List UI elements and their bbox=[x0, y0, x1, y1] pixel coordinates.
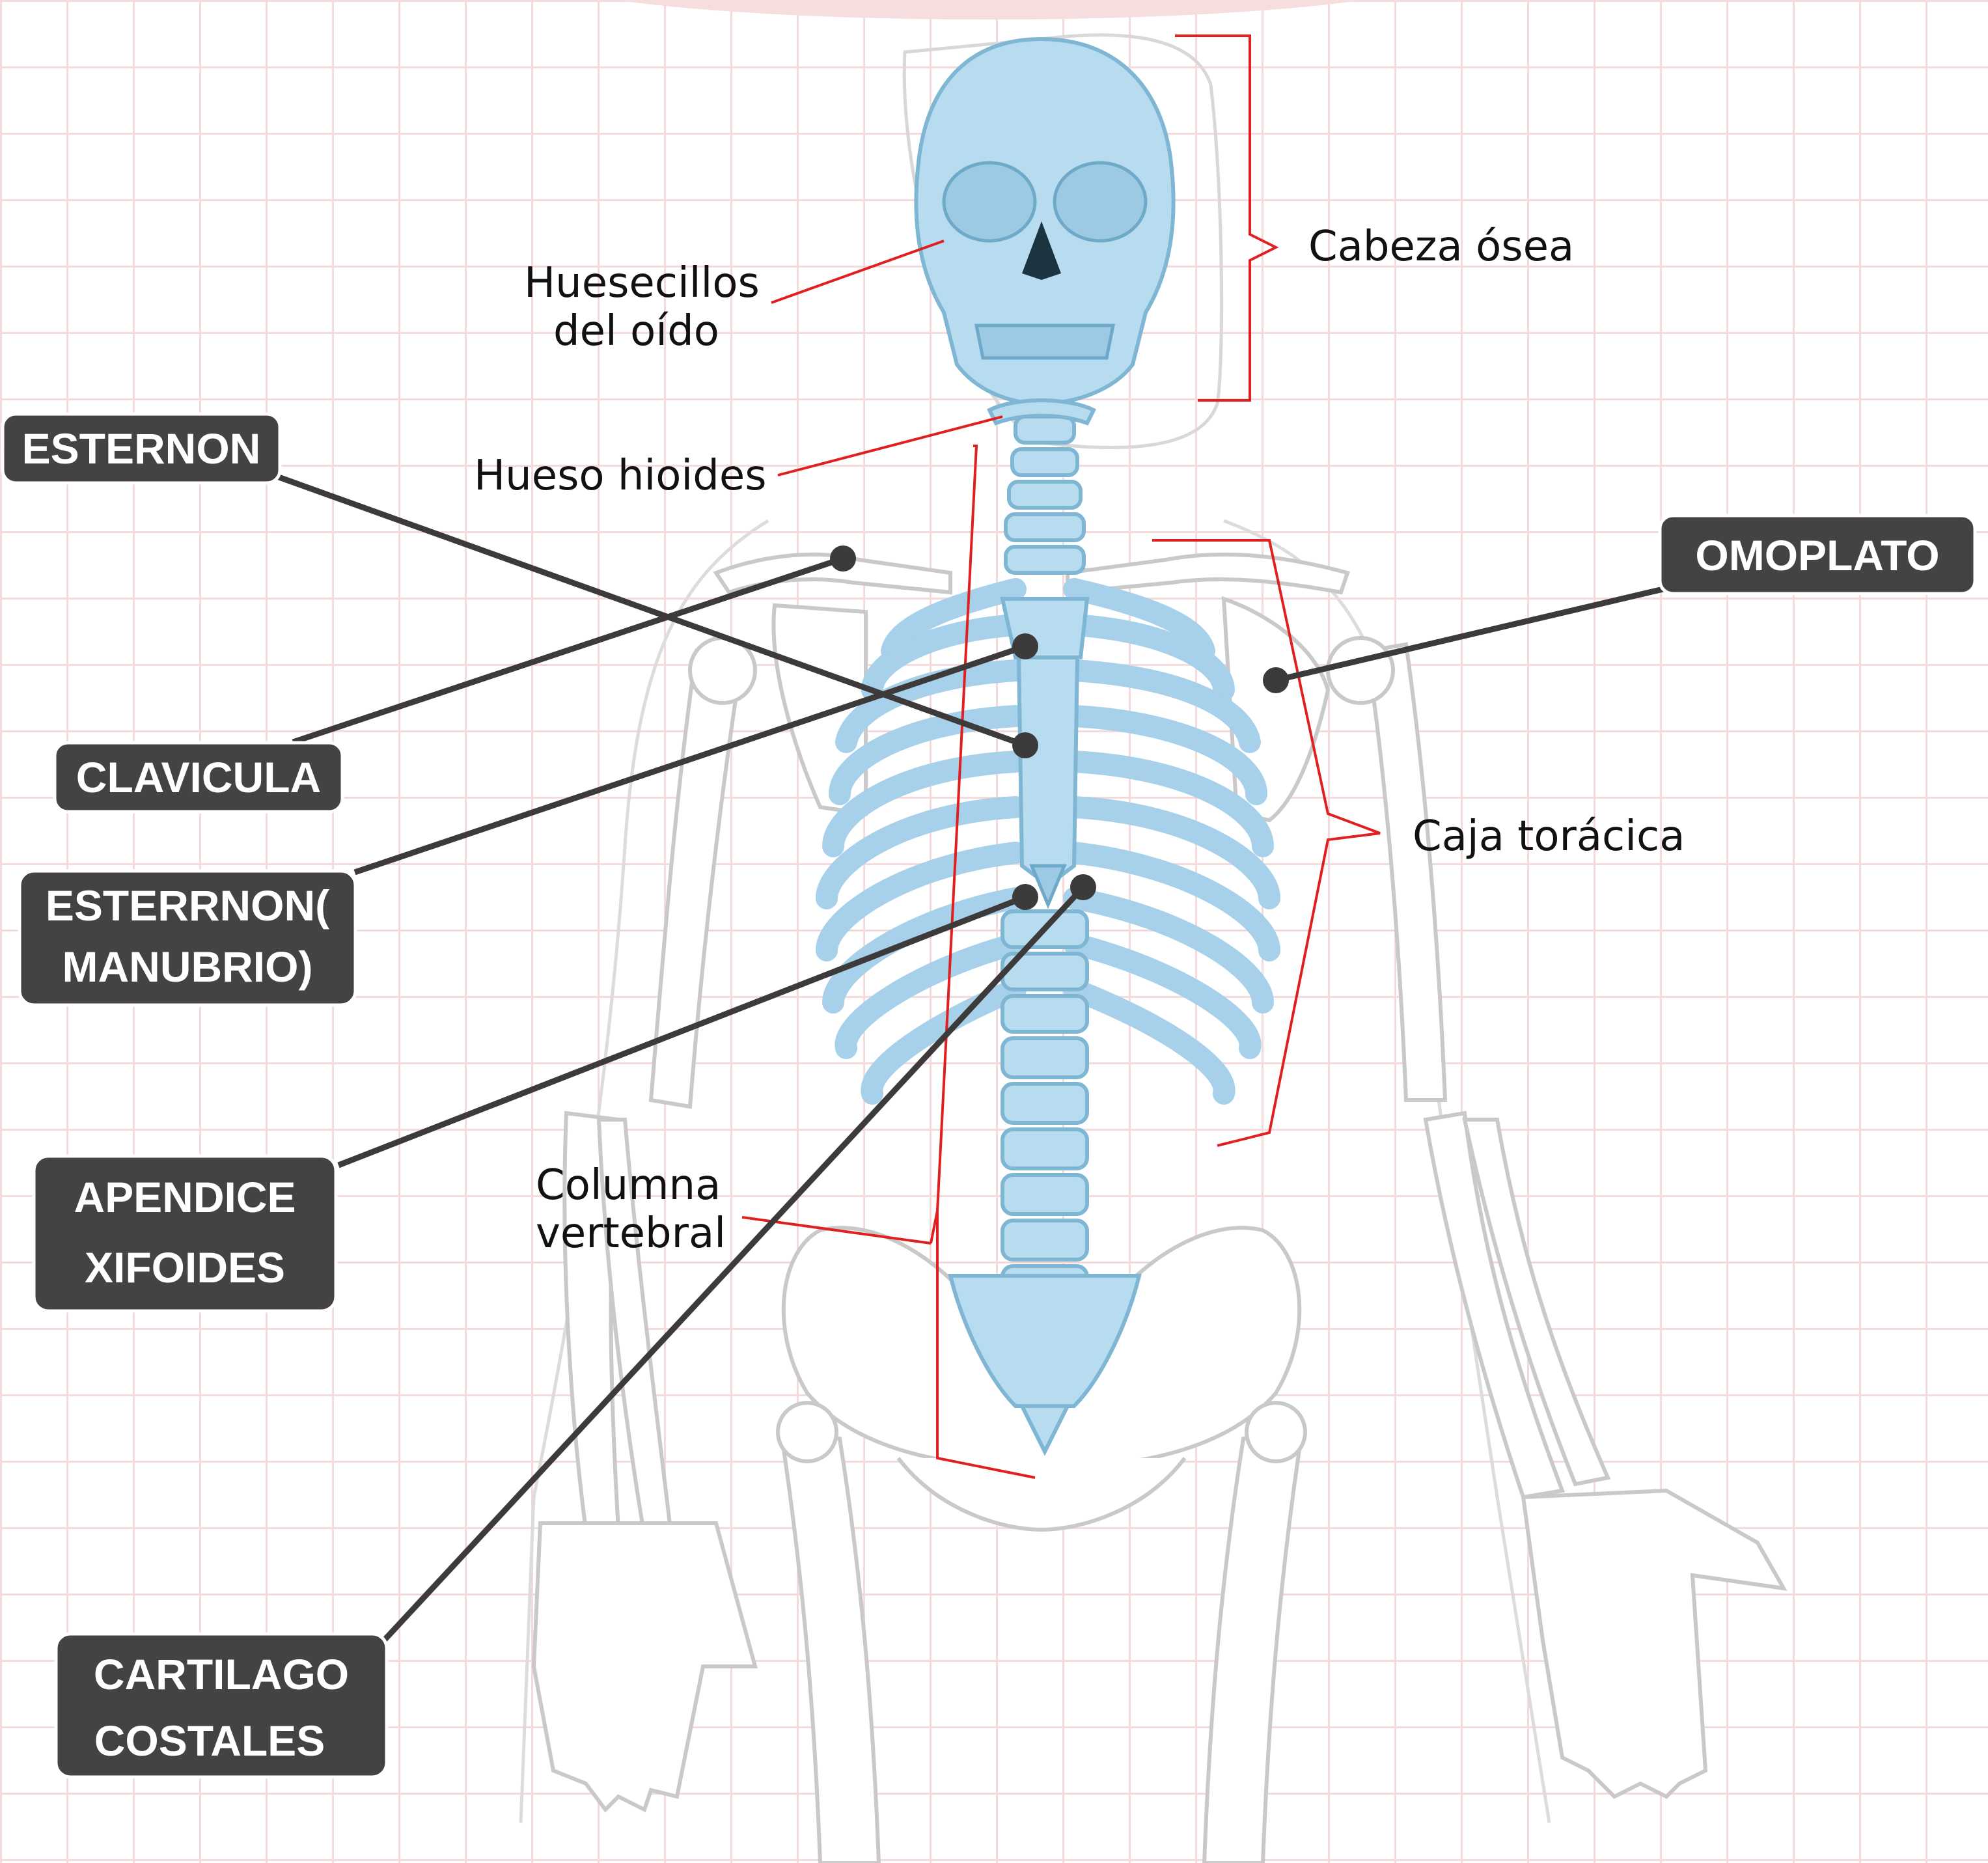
pelvic-ring bbox=[898, 1458, 1185, 1530]
right-hip-joint bbox=[1247, 1403, 1305, 1461]
tag-apendice: APENDICE XIFOIDES bbox=[34, 1156, 336, 1311]
tag-omoplato: OMOPLATO bbox=[1660, 516, 1975, 594]
tag-cartilago-line2: COSTALES bbox=[94, 1717, 325, 1765]
label-caja-toracica: Caja torácica bbox=[1413, 812, 1685, 861]
vertebra-c4 bbox=[1006, 514, 1084, 540]
dot-manubrio bbox=[1012, 633, 1038, 659]
label-huesecillos-line2: del oído bbox=[553, 307, 719, 355]
sternum-body bbox=[1019, 657, 1077, 885]
label-huesecillos-line1: Huesecillos bbox=[524, 259, 760, 307]
vertebra-l5 bbox=[1002, 1084, 1087, 1123]
tag-cartilago: CARTILAGO COSTALES bbox=[56, 1634, 387, 1777]
label-columna-line1: Columna bbox=[536, 1161, 721, 1209]
vertebra-c5 bbox=[1006, 547, 1084, 573]
left-hand bbox=[534, 1523, 755, 1810]
right-femur bbox=[1204, 1432, 1302, 1863]
leader-cartilago bbox=[384, 887, 1083, 1640]
tag-apendice-line1: APENDICE bbox=[74, 1173, 296, 1221]
dot-omoplato bbox=[1263, 667, 1289, 693]
right-hand bbox=[1523, 1491, 1784, 1797]
right-eye-socket bbox=[1055, 163, 1146, 241]
label-columna-line2: vertebral bbox=[536, 1209, 726, 1258]
label-hueso-hioides: Hueso hioides bbox=[474, 452, 767, 500]
tag-manubrio-line1: ESTERRNON( bbox=[46, 881, 329, 930]
left-hip-joint bbox=[778, 1403, 836, 1461]
left-eye-socket bbox=[944, 163, 1035, 241]
leader-esternon bbox=[273, 475, 1025, 745]
huesecillos-leader bbox=[771, 241, 944, 303]
vertebra-l4 bbox=[1002, 1038, 1087, 1077]
right-shoulder-joint bbox=[1328, 638, 1393, 703]
vertebra-c1 bbox=[1015, 417, 1074, 443]
vertebra-l8 bbox=[1002, 1221, 1087, 1260]
jaw-teeth bbox=[976, 325, 1113, 358]
tag-clavicula-text: CLAVICULA bbox=[76, 753, 321, 801]
top-decoration bbox=[534, 0, 1445, 20]
tag-manubrio: ESTERRNON( MANUBRIO) bbox=[20, 871, 355, 1005]
leader-omoplato bbox=[1276, 589, 1663, 680]
right-humerus bbox=[1367, 644, 1445, 1100]
left-femur bbox=[781, 1432, 879, 1863]
hioides-leader bbox=[778, 417, 1002, 475]
tag-cartilago-line1: CARTILAGO bbox=[94, 1650, 349, 1698]
tag-manubrio-line2: MANUBRIO) bbox=[62, 943, 313, 991]
skull bbox=[916, 39, 1173, 404]
dot-clavicula bbox=[830, 545, 856, 572]
vertebra-l3 bbox=[1002, 996, 1087, 1032]
label-cabeza-osea: Cabeza ósea bbox=[1308, 223, 1574, 271]
tag-omoplato-text: OMOPLATO bbox=[1695, 531, 1939, 579]
cabeza-osea-bracket bbox=[1175, 36, 1276, 400]
tag-apendice-line2: XIFOIDES bbox=[85, 1243, 285, 1291]
tag-clavicula: CLAVICULA bbox=[55, 743, 342, 812]
dot-apendice bbox=[1012, 884, 1038, 910]
vertebra-c2 bbox=[1012, 449, 1077, 475]
tag-esternon: ESTERNON bbox=[3, 414, 280, 483]
vertebra-c3 bbox=[1009, 482, 1081, 508]
tag-esternon-text: ESTERNON bbox=[22, 424, 261, 473]
dot-cartilago bbox=[1070, 874, 1096, 900]
vertebra-l7 bbox=[1002, 1175, 1087, 1214]
vertebra-l6 bbox=[1002, 1129, 1087, 1168]
dot-esternon bbox=[1012, 732, 1038, 758]
